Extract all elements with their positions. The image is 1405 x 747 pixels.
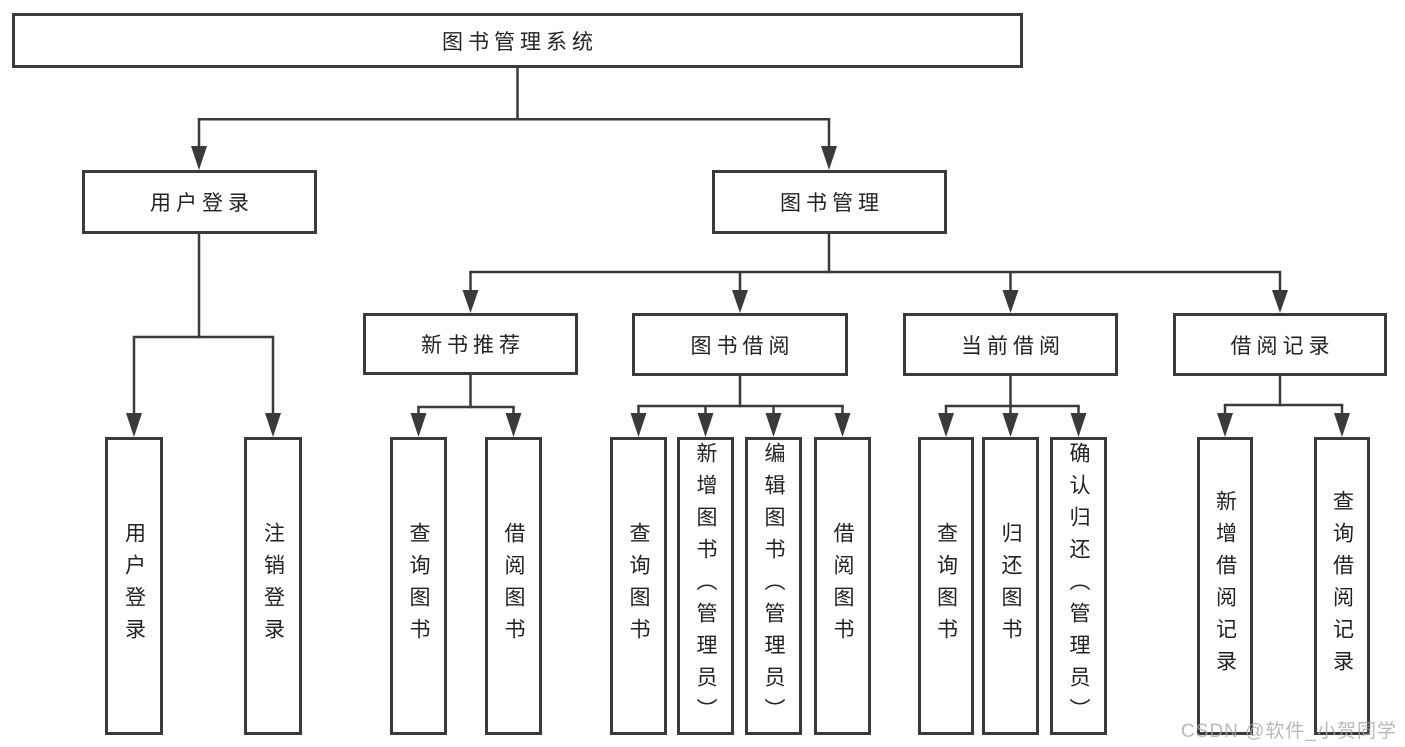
node-book-management-label: 图书管理 (780, 192, 884, 215)
node-user-login-label: 用户登录 (150, 192, 254, 215)
leaf-add-book-admin: 新增图书（管理员） (677, 437, 734, 735)
node-book-borrow: 图书借阅 (632, 313, 848, 376)
leaf-borrow-books-label: 借阅图书 (831, 522, 854, 650)
leaf-add-borrow-record-label: 新增借阅记录 (1213, 490, 1237, 682)
leaf-return-books: 归还图书 (982, 437, 1039, 735)
leaf-user-login: 用户登录 (105, 437, 163, 735)
node-library-system: 图书管理系统 (12, 13, 1023, 68)
leaf-query-borrow-record-label: 查询借阅记录 (1330, 490, 1354, 682)
leaf-borrow-books: 借阅图书 (814, 437, 871, 735)
node-user-login: 用户登录 (82, 170, 317, 234)
leaf-confirm-return-admin-label: 确认归还（管理员） (1067, 442, 1090, 730)
node-new-book-recommend-label: 新书推荐 (421, 334, 525, 357)
leaf-return-books-label: 归还图书 (999, 522, 1022, 650)
leaf-query-books-newbook: 查询图书 (390, 437, 447, 735)
node-borrow-record-label: 借阅记录 (1230, 334, 1335, 358)
arrowheads (126, 146, 1350, 437)
node-book-borrow-label: 图书借阅 (690, 334, 795, 358)
leaf-query-borrow-record: 查询借阅记录 (1314, 437, 1370, 735)
leaf-query-books-current-label: 查询图书 (934, 522, 958, 650)
leaf-query-books-newbook-label: 查询图书 (407, 522, 430, 650)
leaf-borrow-books-newbook: 借阅图书 (485, 437, 542, 735)
leaf-logout-label: 注销登录 (261, 522, 285, 650)
leaf-add-borrow-record: 新增借阅记录 (1197, 437, 1253, 735)
leaf-add-book-admin-label: 新增图书（管理员） (694, 442, 717, 730)
leaf-confirm-return-admin: 确认归还（管理员） (1050, 437, 1107, 735)
leaf-query-books-borrow: 查询图书 (610, 437, 667, 735)
leaf-edit-book-admin: 编辑图书（管理员） (745, 437, 802, 735)
node-new-book-recommend: 新书推荐 (363, 313, 578, 375)
leaf-logout: 注销登录 (244, 437, 302, 735)
node-book-management: 图书管理 (712, 170, 947, 234)
leaf-query-books-borrow-label: 查询图书 (627, 522, 650, 650)
node-current-borrow: 当前借阅 (903, 313, 1118, 376)
leaf-borrow-books-newbook-label: 借阅图书 (502, 522, 525, 650)
leaf-edit-book-admin-label: 编辑图书（管理员） (762, 442, 785, 730)
node-current-borrow-label: 当前借阅 (961, 334, 1065, 358)
node-library-system-label: 图书管理系统 (442, 30, 598, 54)
leaf-query-books-current: 查询图书 (918, 437, 974, 735)
csdn-watermark: CSDN @软件_小贺同学 (1181, 721, 1397, 742)
leaf-user-login-label: 用户登录 (122, 522, 146, 650)
node-borrow-record: 借阅记录 (1173, 313, 1387, 376)
